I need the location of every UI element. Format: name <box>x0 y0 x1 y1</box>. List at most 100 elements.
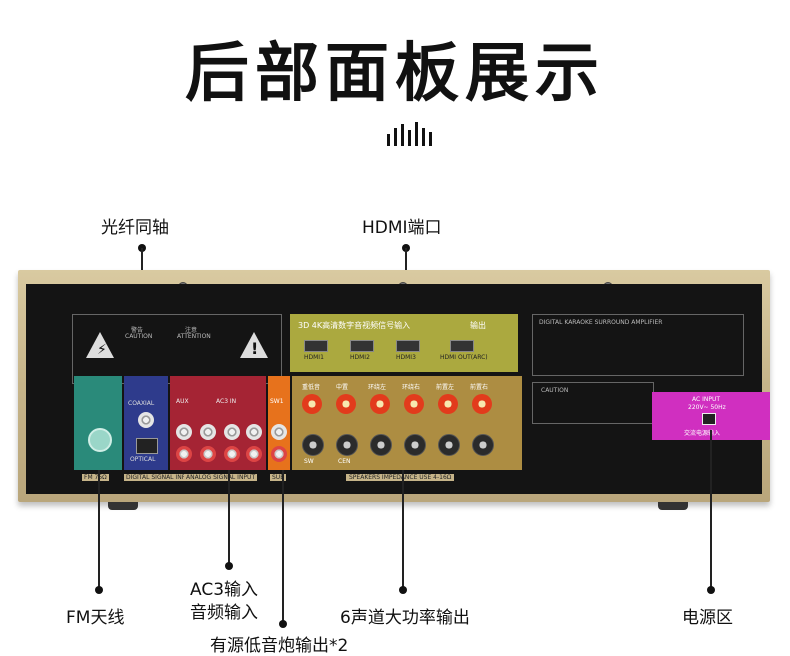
label-optical-coax: 光纤同轴 <box>101 218 169 238</box>
warning-right-title: 注意 <box>185 327 198 334</box>
spk-label: 前置左 <box>436 384 455 391</box>
power-socket-icon[interactable] <box>702 413 716 425</box>
speaker-terminal[interactable] <box>336 394 356 414</box>
ac3-jack[interactable] <box>200 446 216 462</box>
sub-jack-1[interactable] <box>271 424 287 440</box>
pointer-line-speakers <box>402 470 404 588</box>
hdmi-out-port[interactable] <box>450 340 474 352</box>
svg-text:!: ! <box>251 339 258 358</box>
warning-left-text: CAUTION <box>125 333 153 340</box>
analog-input-area: AUX AC3 IN <box>170 376 266 470</box>
power-box-text: 交流电源输入 <box>684 430 721 437</box>
cen-label: CEN <box>338 458 351 465</box>
hdmi1-label: HDMI1 <box>304 354 324 361</box>
pointer-dot-ac3 <box>225 562 233 570</box>
hdmi2-port[interactable] <box>350 340 374 352</box>
label-fm: FM天线 <box>66 608 125 628</box>
hdmi2-label: HDMI2 <box>350 354 370 361</box>
coaxial-jack[interactable] <box>138 412 154 428</box>
pointer-dot-sub <box>279 620 287 628</box>
speaker-terminal[interactable] <box>404 434 426 456</box>
subwoofer-area: SW1 <box>268 376 290 470</box>
svg-text:⚡: ⚡ <box>97 342 107 358</box>
optical-port[interactable] <box>136 438 158 454</box>
spk-label: 重低音 <box>302 384 321 391</box>
pointer-line-sub <box>282 470 284 622</box>
label-power: 电源区 <box>682 608 733 628</box>
label-speakers: 6声道大功率输出 <box>340 608 470 628</box>
ac3-jack[interactable] <box>224 446 240 462</box>
ac3-jack[interactable] <box>246 446 262 462</box>
digital-input-area: COAXIAL OPTICAL <box>124 376 168 470</box>
analog-input-label: ANALOG SIGNAL INPUT <box>184 474 258 481</box>
sw1-label: SW1 <box>270 398 284 405</box>
rear-panel: ⚡ ! 警告 CAUTION 注意 ATTENTION 3D 4K高清数字音视频… <box>18 270 770 510</box>
panel-foot <box>108 502 138 510</box>
amp-title: DIGITAL KARAOKE SURROUND AMPLIFIER <box>539 319 663 326</box>
sub-jack-2[interactable] <box>271 446 287 462</box>
sw-label: SW <box>304 458 314 465</box>
panel-foot <box>658 502 688 510</box>
label-audio-input: 音频输入 <box>190 603 258 623</box>
hdmi-area: 3D 4K高清数字音视频信号输入 输出 HDMI1 HDMI2 HDMI3 HD… <box>290 314 518 372</box>
pointer-line-power <box>710 430 712 588</box>
hdmi-title: 3D 4K高清数字音视频信号输入 <box>298 321 411 330</box>
warning-triangle-icon: ⚡ <box>86 332 114 358</box>
ac-input-label: AC INPUT <box>692 396 721 403</box>
fm-antenna-area <box>74 376 122 470</box>
speaker-terminal[interactable] <box>472 394 492 414</box>
panel-board: ⚡ ! 警告 CAUTION 注意 ATTENTION 3D 4K高清数字音视频… <box>26 284 770 494</box>
warning-right-text: ATTENTION <box>177 333 211 340</box>
sound-wave-icon <box>387 122 432 146</box>
label-subwoofer: 有源低音炮输出*2 <box>210 636 349 656</box>
pointer-line-ac3 <box>228 470 230 564</box>
fm75-label: FM 75Ω <box>82 474 109 481</box>
ac3-in-label: AC3 IN <box>216 398 237 405</box>
hdmi3-port[interactable] <box>396 340 420 352</box>
page-title: 后部面板展示 <box>185 37 605 111</box>
aux-jack-right[interactable] <box>176 446 192 462</box>
aux-label: AUX <box>176 398 189 405</box>
spk-label: 环绕右 <box>402 384 421 391</box>
ac3-jack[interactable] <box>224 424 240 440</box>
ac3-jack[interactable] <box>200 424 216 440</box>
hdmi-out-title: 输出 <box>470 321 486 330</box>
coaxial-label: COAXIAL <box>128 400 155 407</box>
power-area: AC INPUT 220V~ 50Hz 交流电源输入 <box>652 392 770 440</box>
fm-antenna-jack[interactable] <box>88 428 112 452</box>
hdmi-out-label: HDMI OUT(ARC) <box>440 354 488 361</box>
speaker-terminal[interactable] <box>370 434 392 456</box>
digital-input-label: DIGITAL SIGNAL INPUT <box>124 474 196 481</box>
pointer-dot-fm <box>95 586 103 594</box>
speaker-terminal[interactable] <box>302 434 324 456</box>
label-hdmi: HDMI端口 <box>362 218 442 238</box>
speaker-terminal[interactable] <box>302 394 322 414</box>
ac-spec-label: 220V~ 50Hz <box>688 404 726 411</box>
warning-label: ⚡ ! 警告 CAUTION 注意 ATTENTION <box>72 314 282 384</box>
spk-label: 中置 <box>336 384 349 391</box>
optical-label: OPTICAL <box>130 456 156 463</box>
spk-label: 环绕左 <box>368 384 387 391</box>
hdmi3-label: HDMI3 <box>396 354 416 361</box>
pointer-dot-speakers <box>399 586 407 594</box>
ac3-jack[interactable] <box>246 424 262 440</box>
sub-label: SUB <box>270 474 287 481</box>
speaker-terminal[interactable] <box>370 394 390 414</box>
speaker-terminal[interactable] <box>438 434 460 456</box>
pointer-line-fm <box>98 470 100 588</box>
speaker-terminal[interactable] <box>404 394 424 414</box>
label-ac3: AC3输入 <box>190 580 259 600</box>
pointer-dot-power <box>707 586 715 594</box>
caution-label: CAUTION <box>532 382 654 424</box>
spec-label: DIGITAL KARAOKE SURROUND AMPLIFIER <box>532 314 744 376</box>
caution-text: CAUTION <box>541 387 569 394</box>
speaker-terminal[interactable] <box>336 434 358 456</box>
speaker-terminal[interactable] <box>472 434 494 456</box>
hdmi1-port[interactable] <box>304 340 328 352</box>
warning-left-title: 警告 <box>131 327 144 334</box>
speaker-terminal[interactable] <box>438 394 458 414</box>
speaker-strip-label: SPEAKERS IMPEDANCE USE 4-16Ω <box>346 474 455 481</box>
speaker-output-area: 重低音 中置 环绕左 环绕右 前置左 前置右 SW CEN <box>292 376 522 470</box>
warning-triangle-icon: ! <box>240 332 268 358</box>
aux-jack-left[interactable] <box>176 424 192 440</box>
